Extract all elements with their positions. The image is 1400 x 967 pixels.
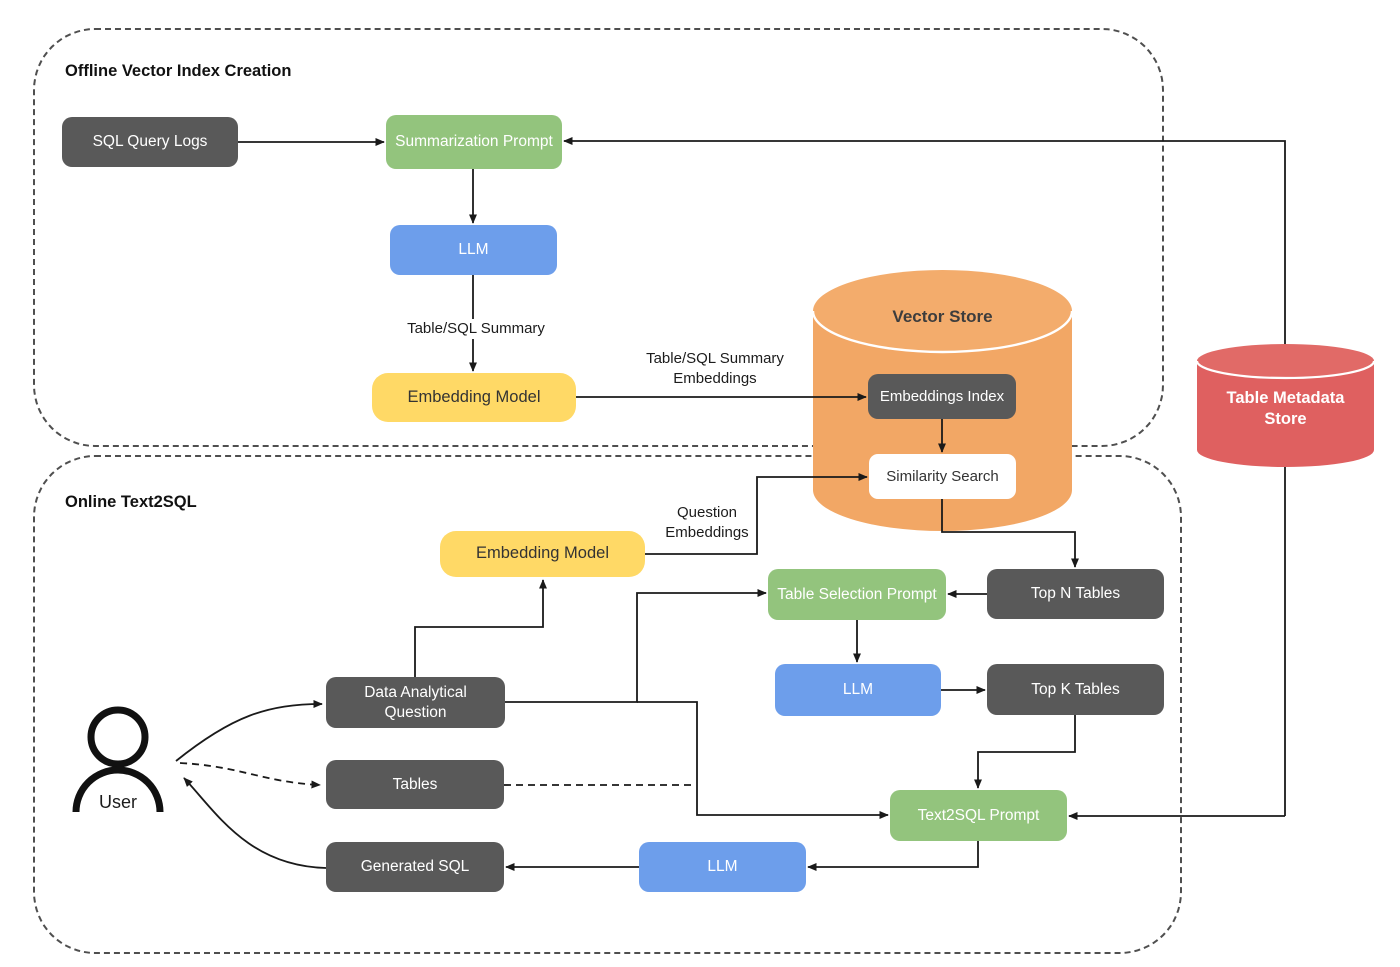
top-k-tables-node: Top K Tables xyxy=(987,664,1164,715)
llm-text2sql-node: LLM xyxy=(639,842,806,892)
similarity-search-label: Similarity Search xyxy=(886,467,999,485)
embedding-model-offline-label: Embedding Model xyxy=(407,387,541,406)
top-n-tables-node: Top N Tables xyxy=(987,569,1164,619)
vector-store-text: Vector Store xyxy=(892,307,993,326)
llm-table-selection-label: LLM xyxy=(842,681,874,699)
edge-text2sql-to-llm xyxy=(807,841,979,871)
embedding-model-online-node: Embedding Model xyxy=(440,531,645,577)
table-sql-summary-embeddings-edge-label: Table/SQL Summary Embeddings xyxy=(634,349,796,388)
llm-offline-label: LLM xyxy=(458,241,489,259)
text2sql-prompt-node: Text2SQL Prompt xyxy=(890,790,1067,841)
table-sql-summary-text: Table/SQL Summary xyxy=(407,320,545,337)
llm-offline-node: LLM xyxy=(390,225,557,275)
top-k-tables-label: Top K Tables xyxy=(1031,680,1120,698)
table-selection-prompt-node: Table Selection Prompt xyxy=(768,569,946,620)
user-caption: User xyxy=(88,791,148,814)
edge-metadata-loop xyxy=(563,137,1286,820)
edge-question-to-embedding-online xyxy=(414,579,547,677)
online-stage-container xyxy=(33,455,1182,954)
embeddings-index-node: Embeddings Index xyxy=(868,374,1016,419)
tables-label: Tables xyxy=(392,775,438,793)
table-metadata-store-cylinder xyxy=(1195,344,1376,467)
table-metadata-store-title: Table Metadata Store xyxy=(1213,388,1358,431)
question-embeddings-text: Question Embeddings xyxy=(665,504,749,541)
edge-question-to-tableselection xyxy=(505,589,767,703)
table-metadata-store-text: Table Metadata Store xyxy=(1226,389,1345,429)
data-analytical-question-label: Data Analytical Question xyxy=(364,683,467,721)
llm-text2sql-label: LLM xyxy=(707,858,738,876)
embedding-model-offline-node: Embedding Model xyxy=(372,373,576,422)
user-text: User xyxy=(98,792,137,812)
edge-user-to-question xyxy=(175,700,323,762)
data-analytical-question-node: Data Analytical Question xyxy=(326,677,505,728)
sql-query-logs-node: SQL Query Logs xyxy=(62,117,238,167)
online-stage-title: Online Text2SQL xyxy=(65,493,197,511)
table-selection-prompt-label: Table Selection Prompt xyxy=(777,585,937,603)
embedding-model-online-label: Embedding Model xyxy=(476,544,609,563)
edge-similarity-to-topn xyxy=(941,499,1079,568)
embeddings-index-label: Embeddings Index xyxy=(879,387,1005,405)
generated-sql-node: Generated SQL xyxy=(326,842,504,892)
summarization-prompt-label: Summarization Prompt xyxy=(395,133,553,151)
table-sql-summary-edge-label: Table/SQL Summary xyxy=(398,319,554,339)
text2sql-prompt-label: Text2SQL Prompt xyxy=(917,806,1040,824)
user-icon xyxy=(72,706,164,813)
top-n-tables-label: Top N Tables xyxy=(1030,585,1121,603)
edge-embedding-online-to-similarity xyxy=(645,473,868,555)
tables-node: Tables xyxy=(326,760,504,809)
vector-store-title: Vector Store xyxy=(852,306,1033,328)
question-embeddings-edge-label: Question Embeddings xyxy=(656,503,758,542)
summarization-prompt-node: Summarization Prompt xyxy=(386,115,562,169)
edges xyxy=(175,138,1079,871)
offline-stage-title: Offline Vector Index Creation xyxy=(65,62,292,80)
edge-user-to-tables-dashed xyxy=(179,762,321,789)
edge-topk-to-text2sql xyxy=(974,715,1076,789)
edge-metadata-to-summarization-prompt xyxy=(563,137,1286,816)
offline-stage-container xyxy=(33,28,1164,447)
edge-question-to-text2sql xyxy=(637,701,889,819)
sql-query-logs-label: SQL Query Logs xyxy=(92,133,208,151)
llm-table-selection-node: LLM xyxy=(775,664,941,716)
similarity-search-node: Similarity Search xyxy=(869,454,1016,499)
table-sql-summary-embeddings-text: Table/SQL Summary Embeddings xyxy=(646,350,784,387)
edge-generated-sql-to-user xyxy=(183,777,327,869)
generated-sql-label: Generated SQL xyxy=(360,858,470,876)
